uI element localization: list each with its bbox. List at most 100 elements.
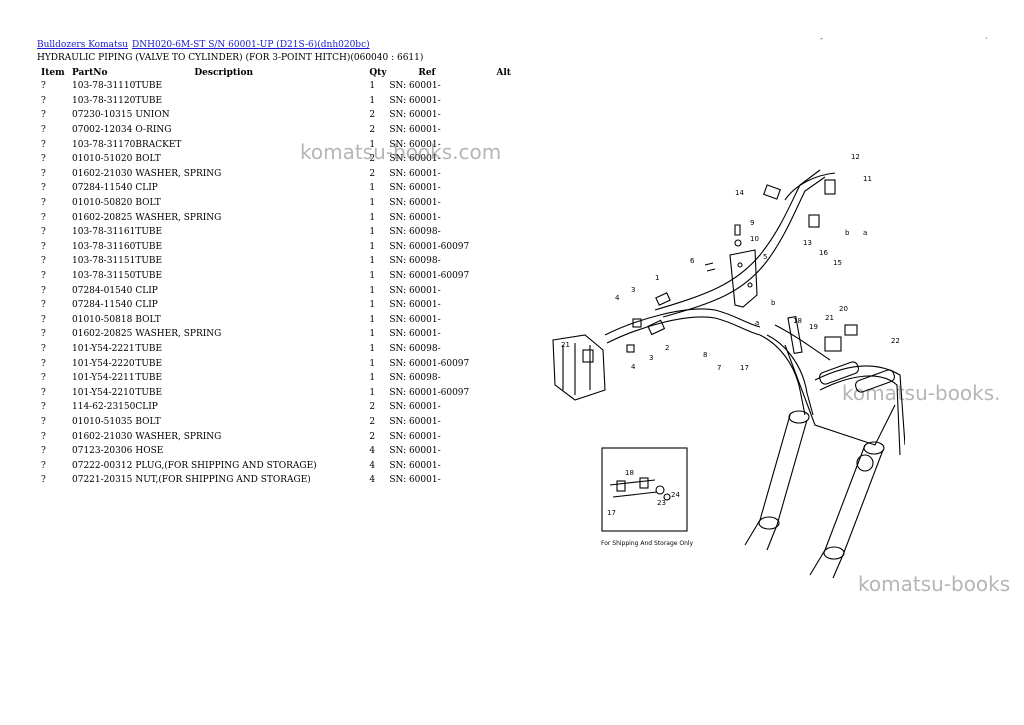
cell-ref: SN: 60001- <box>389 431 441 442</box>
cell-qty: 1 <box>369 139 376 150</box>
cell-item: ? <box>41 373 46 384</box>
cell-description: WASHER, SPRING <box>135 431 222 442</box>
cell-qty: 1 <box>369 387 376 398</box>
cell-partno: 07230-10315 <box>72 110 133 121</box>
svg-text:b: b <box>845 229 850 237</box>
cell-ref: SN: 60001- <box>389 168 441 179</box>
cell-item: ? <box>41 271 46 282</box>
svg-text:3: 3 <box>649 354 653 362</box>
cell-partno: 07002-12034 <box>72 125 133 136</box>
cell-ref: SN: 60001-60097 <box>389 271 470 282</box>
stray-mark: · <box>985 34 988 43</box>
cell-item: ? <box>41 227 46 238</box>
cell-item: ? <box>41 81 46 92</box>
cell-partno: 07284-01540 <box>72 285 133 296</box>
svg-text:21: 21 <box>825 314 834 322</box>
cell-qty: 2 <box>369 125 376 136</box>
cell-partno: 07221-20315 <box>72 475 133 486</box>
cell-item: ? <box>41 358 46 369</box>
cell-qty: 1 <box>369 95 376 106</box>
cell-item: ? <box>41 285 46 296</box>
cell-description: TUBE <box>135 271 163 282</box>
svg-text:a: a <box>755 319 759 327</box>
cell-description: CLIP <box>135 285 158 296</box>
cell-item: ? <box>41 446 46 457</box>
cell-ref: SN: 60098- <box>389 256 441 267</box>
cell-description: WASHER, SPRING <box>135 168 222 179</box>
cell-description: BRACKET <box>135 139 182 150</box>
page-title: HYDRAULIC PIPING (VALVE TO CYLINDER) (FO… <box>37 53 424 63</box>
cell-alt <box>496 79 526 94</box>
table-header-row: Item PartNo Description Qty Ref Alt <box>36 67 526 79</box>
cell-item: ? <box>41 460 46 471</box>
cell-partno: 01602-20825 <box>72 212 133 223</box>
cell-partno: 103-78-31170 <box>72 139 136 150</box>
stray-mark: - <box>820 34 823 43</box>
cell-qty: 2 <box>369 431 376 442</box>
cell-alt <box>496 473 526 488</box>
cell-qty: 2 <box>369 168 376 179</box>
cell-description: TUBE <box>135 81 163 92</box>
cell-partno: 101-Y54-2210 <box>72 387 135 398</box>
cell-alt <box>496 371 526 386</box>
svg-text:22: 22 <box>891 337 900 345</box>
cell-description: TUBE <box>135 95 163 106</box>
cell-qty: 4 <box>369 460 376 471</box>
breadcrumb-link-model[interactable]: DNH020-6M-ST S/N 60001-UP (D21S-6)(dnh02… <box>132 40 370 50</box>
svg-text:14: 14 <box>735 189 744 197</box>
cell-description: TUBE <box>135 227 163 238</box>
cell-partno: 01602-20825 <box>72 329 133 340</box>
svg-text:10: 10 <box>750 235 759 243</box>
breadcrumb-link-category[interactable]: Bulldozers Komatsu <box>37 40 129 50</box>
cell-alt <box>496 327 526 342</box>
cell-description: TUBE <box>135 343 163 354</box>
svg-text:16: 16 <box>819 249 828 257</box>
cell-item: ? <box>41 431 46 442</box>
svg-text:5: 5 <box>763 253 767 261</box>
cell-ref: SN: 60001- <box>389 154 441 165</box>
svg-text:2: 2 <box>665 344 669 352</box>
cell-alt <box>496 415 526 430</box>
cell-qty: 1 <box>369 198 376 209</box>
svg-text:21: 21 <box>561 341 570 349</box>
svg-text:17: 17 <box>740 364 749 372</box>
cell-partno: 103-78-31160 <box>72 241 136 252</box>
cell-description: CLIP <box>135 300 158 311</box>
cell-item: ? <box>41 416 46 427</box>
cell-partno: 07284-11540 <box>72 183 133 194</box>
cell-item: ? <box>41 198 46 209</box>
cell-qty: 1 <box>369 358 376 369</box>
cell-description: CLIP <box>135 402 158 413</box>
cell-ref: SN: 60098- <box>389 373 441 384</box>
svg-text:13: 13 <box>803 239 812 247</box>
cell-partno: 07284-11540 <box>72 300 133 311</box>
cell-partno: 101-Y54-2211 <box>72 373 135 384</box>
cell-qty: 1 <box>369 271 376 282</box>
svg-text:15: 15 <box>833 259 842 267</box>
cell-alt <box>496 429 526 444</box>
cell-item: ? <box>41 402 46 413</box>
cell-item: ? <box>41 387 46 398</box>
svg-text:20: 20 <box>839 305 848 313</box>
cell-description: WASHER, SPRING <box>135 212 222 223</box>
cell-qty: 1 <box>369 212 376 223</box>
svg-text:19: 19 <box>809 323 818 331</box>
cell-description: CLIP <box>135 183 158 194</box>
cell-qty: 1 <box>369 183 376 194</box>
cell-item: ? <box>41 475 46 486</box>
cell-description: NUT,(FOR SHIPPING AND STORAGE) <box>135 475 311 486</box>
cell-description: BOLT <box>135 198 161 209</box>
cell-description: TUBE <box>135 256 163 267</box>
svg-text:23: 23 <box>657 499 666 507</box>
svg-text:3: 3 <box>631 286 635 294</box>
cell-qty: 2 <box>369 110 376 121</box>
cell-description: TUBE <box>135 373 163 384</box>
